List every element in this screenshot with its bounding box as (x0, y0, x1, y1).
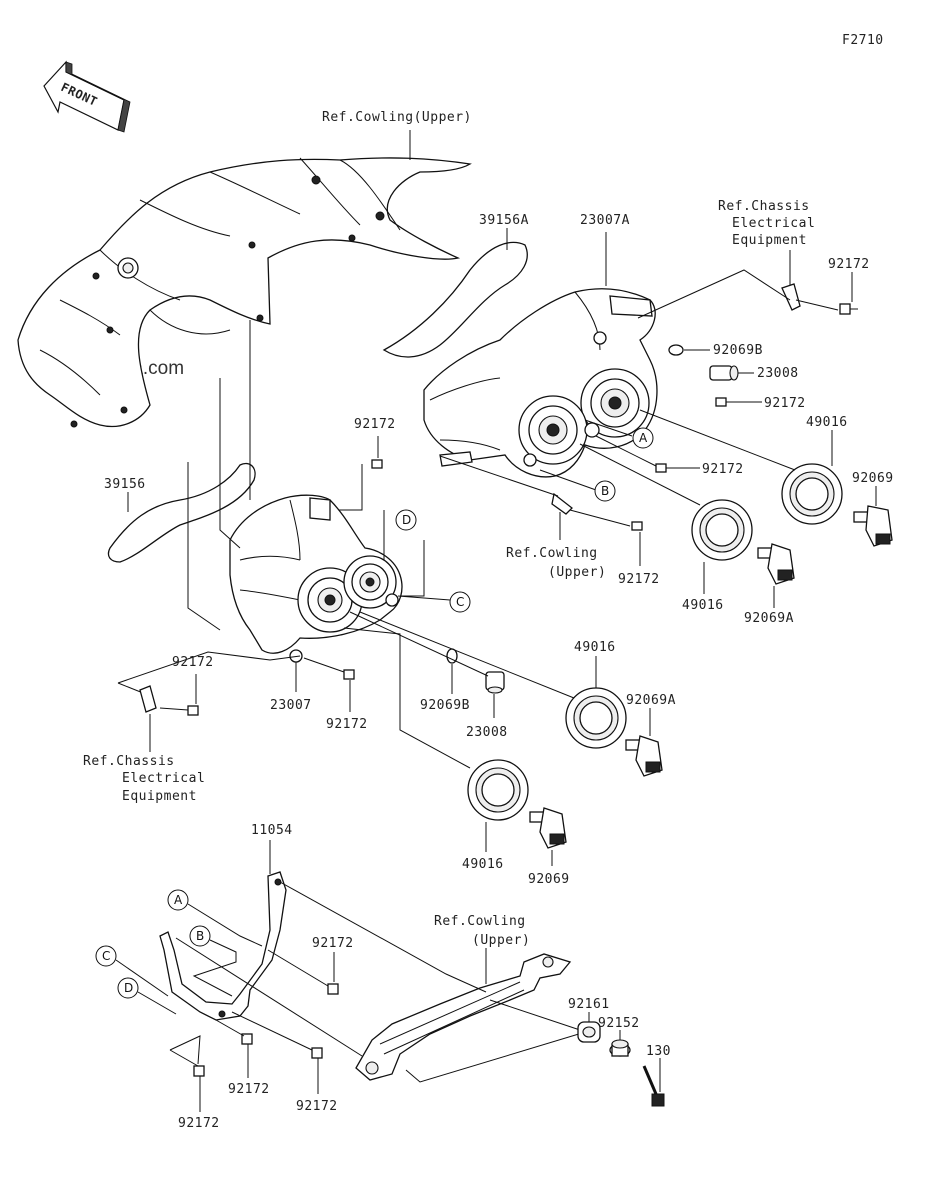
ref-chassis-left-3: Equipment (122, 789, 197, 804)
bulb-92069B-right (668, 344, 684, 356)
ref-chassis-right-2: Electrical (732, 216, 815, 231)
part-92069B-r: 92069B (713, 343, 763, 358)
bulb-92069A-right (757, 543, 795, 585)
part-11054: 11054 (251, 823, 293, 838)
ref-chassis-right-3: Equipment (732, 233, 807, 248)
bulb-92069-right1 (853, 505, 893, 547)
upper-cowling (17, 157, 472, 428)
seal-49016-right1 (781, 463, 843, 525)
part-23008-r: 23008 (757, 366, 799, 381)
part-92152: 92152 (598, 1016, 640, 1031)
part-49016-l1: 49016 (574, 640, 616, 655)
bulb-92069A-left (625, 735, 663, 777)
part-92069B-l: 92069B (420, 698, 470, 713)
ref-cowling-upper-bot-2: (Upper) (472, 933, 530, 948)
socket-23008-right (709, 365, 739, 381)
part-39156: 39156 (104, 477, 146, 492)
figure-code: F2710 (842, 33, 884, 48)
part-92172-cowling: 92172 (618, 572, 660, 587)
part-92172-r1: 92172 (764, 396, 806, 411)
cowling-bracket-bottom (355, 953, 572, 1081)
part-49016-r1: 49016 (806, 415, 848, 430)
callout-D-top: D (402, 513, 411, 527)
socket-23008-left (485, 671, 505, 694)
seal-49016-right2 (691, 499, 753, 561)
part-92069-r1: 92069 (852, 471, 894, 486)
ref-cowling-upper-bot-1: Ref.Cowling (434, 914, 526, 929)
front-arrow-icon: FRONT (43, 60, 131, 133)
seal-49016-left1 (565, 687, 627, 749)
part-92161: 92161 (568, 997, 610, 1012)
part-92172-tr: 92172 (828, 257, 870, 272)
callout-C-bot: C (102, 949, 110, 963)
part-92172-l2: 92172 (326, 717, 368, 732)
duct-39156 (107, 462, 256, 563)
callout-C-top: C (456, 595, 464, 609)
part-92069A-l: 92069A (626, 693, 676, 708)
headlight-assembly-right (423, 288, 658, 478)
callout-D-bot: D (124, 981, 133, 995)
part-92172-b1: 92172 (312, 936, 354, 951)
part-130: 130 (646, 1044, 671, 1059)
seal-49016-left2 (467, 759, 529, 821)
callout-B-bot: B (196, 929, 204, 943)
part-92172-b3: 92172 (296, 1099, 338, 1114)
part-49016-r2: 49016 (682, 598, 724, 613)
bulb-92069-left (529, 807, 567, 849)
bolt-130 (642, 1065, 665, 1107)
ref-cowling-upper-mid-1: Ref.Cowling (506, 546, 598, 561)
part-92172-b2: 92172 (228, 1082, 270, 1097)
part-23008-l: 23008 (466, 725, 508, 740)
headlight-assembly-left (229, 494, 403, 663)
callout-A-top: A (639, 431, 648, 445)
part-92069A-r: 92069A (744, 611, 794, 626)
callout-A-bot: A (174, 893, 183, 907)
bracket-mid (551, 492, 573, 515)
callout-B-top: B (601, 484, 609, 498)
part-92172-b4: 92172 (178, 1116, 220, 1131)
part-49016-l2: 49016 (462, 857, 504, 872)
grommet-92161 (577, 1021, 601, 1043)
ref-cowling-upper-top: Ref.Cowling(Upper) (322, 110, 472, 125)
bracket-right (781, 283, 801, 311)
ref-chassis-right-1: Ref.Chassis (718, 199, 810, 214)
bracket-left (139, 685, 157, 713)
part-92069-l: 92069 (528, 872, 570, 887)
part-23007: 23007 (270, 698, 312, 713)
part-23007A: 23007A (580, 213, 630, 228)
part-39156A: 39156A (479, 213, 529, 228)
collar-92152 (609, 1039, 631, 1057)
ref-chassis-left-2: Electrical (122, 771, 205, 786)
stay-11054 (159, 871, 287, 1021)
part-92172-mid: 92172 (354, 417, 396, 432)
part-92172-l1: 92172 (172, 655, 214, 670)
bolt-92172-tr (839, 303, 858, 315)
duct-39156A (382, 241, 528, 358)
ref-cowling-upper-mid-2: (Upper) (548, 565, 606, 580)
ref-chassis-left-1: Ref.Chassis (83, 754, 175, 769)
part-92172-r2: 92172 (702, 462, 744, 477)
